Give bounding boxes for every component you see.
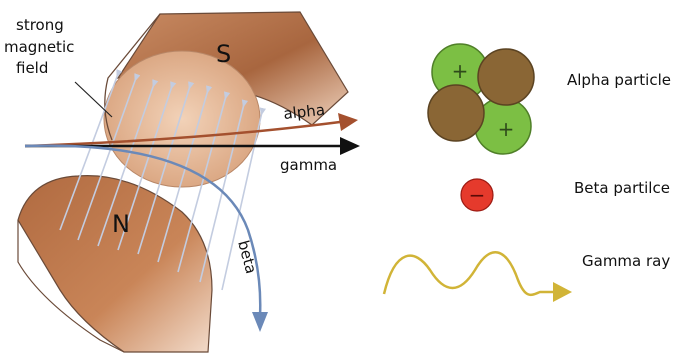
south-pole-label: S — [216, 40, 231, 68]
gamma-ray-wave-icon — [384, 252, 572, 302]
proton-plus-sign-2: + — [498, 117, 515, 141]
north-pole-label: N — [112, 210, 130, 238]
beta-ray-label: beta — [234, 238, 260, 275]
gamma-ray-legend-label: Gamma ray — [582, 252, 670, 270]
beta-particle-icon: − — [461, 179, 493, 211]
field-label-line-2: magnetic — [4, 38, 74, 56]
north-pole-magnet — [18, 176, 212, 352]
proton-plus-sign-1: + — [452, 59, 469, 83]
alpha-particle-icon: + + — [428, 44, 534, 154]
electron-minus-sign: − — [469, 183, 486, 207]
beta-particle-label: Beta partilce — [574, 179, 670, 197]
field-label-line-3: field — [16, 59, 48, 77]
alpha-ray-label: alpha — [283, 101, 326, 123]
alpha-particle-label: Alpha particle — [567, 71, 671, 89]
gamma-ray-label: gamma — [280, 156, 337, 174]
field-label-line-1: strong — [16, 16, 64, 34]
